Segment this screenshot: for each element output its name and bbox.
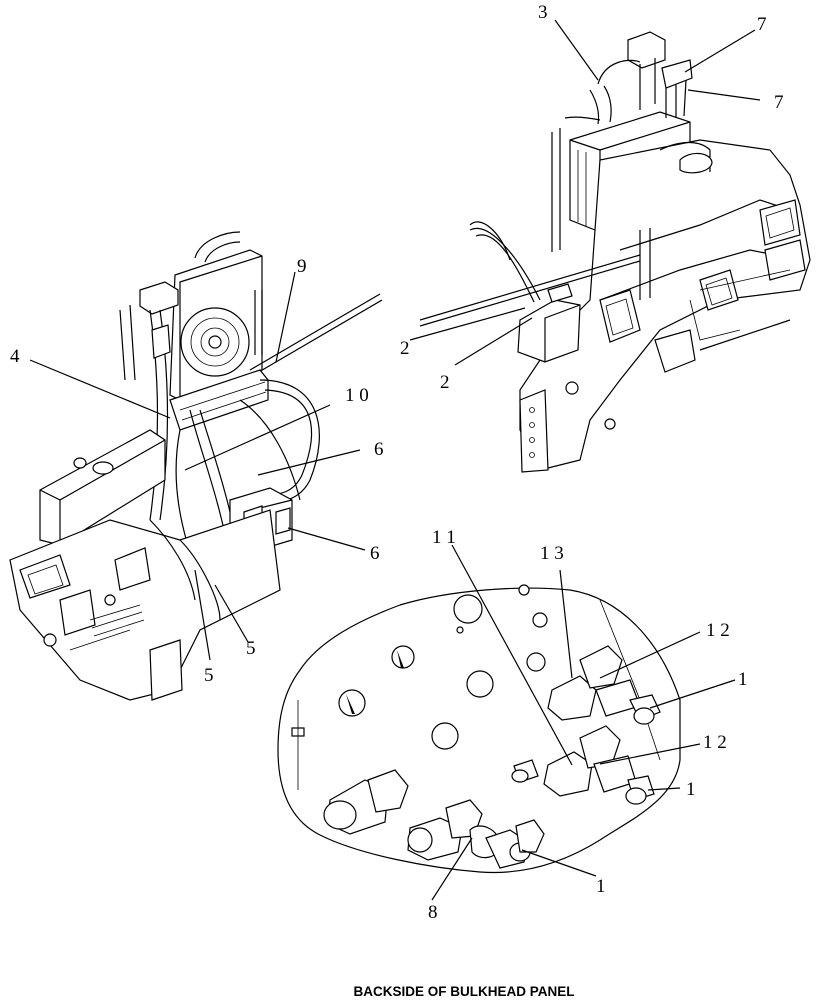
callout-12-lower: 1 2 xyxy=(703,732,727,753)
bulkhead-panel xyxy=(277,584,681,874)
callout-7-upper: 7 xyxy=(757,14,767,35)
callout-7-lower: 7 xyxy=(774,92,784,113)
top-right-assembly xyxy=(419,31,811,473)
callout-1-lower: 1 xyxy=(596,876,606,897)
callout-6-lower: 6 xyxy=(370,543,380,564)
callout-6-upper: 6 xyxy=(374,439,384,460)
callout-3: 3 xyxy=(538,2,548,23)
callout-2-upper: 2 xyxy=(400,338,410,359)
left-assembly xyxy=(9,231,383,701)
callout-11: 1 1 xyxy=(432,527,456,548)
leader-lines xyxy=(29,19,761,901)
callout-5-left: 5 xyxy=(204,665,214,686)
callout-2-lower: 2 xyxy=(440,372,450,393)
callout-10: 1 0 xyxy=(345,385,369,406)
callouts: 3 7 7 9 4 1 0 2 2 6 6 5 5 1 1 1 3 1 2 1 … xyxy=(10,2,784,923)
callout-13: 1 3 xyxy=(540,543,564,564)
callout-4: 4 xyxy=(10,346,20,367)
panel-caption: BACKSIDE OF BULKHEAD PANEL xyxy=(353,984,574,999)
callout-9: 9 xyxy=(297,256,307,277)
callout-12-upper: 1 2 xyxy=(706,620,730,641)
callout-1-upper: 1 xyxy=(738,669,748,690)
callout-5-right: 5 xyxy=(246,638,256,659)
callout-8: 8 xyxy=(428,902,438,923)
callout-1-middle: 1 xyxy=(686,779,696,800)
